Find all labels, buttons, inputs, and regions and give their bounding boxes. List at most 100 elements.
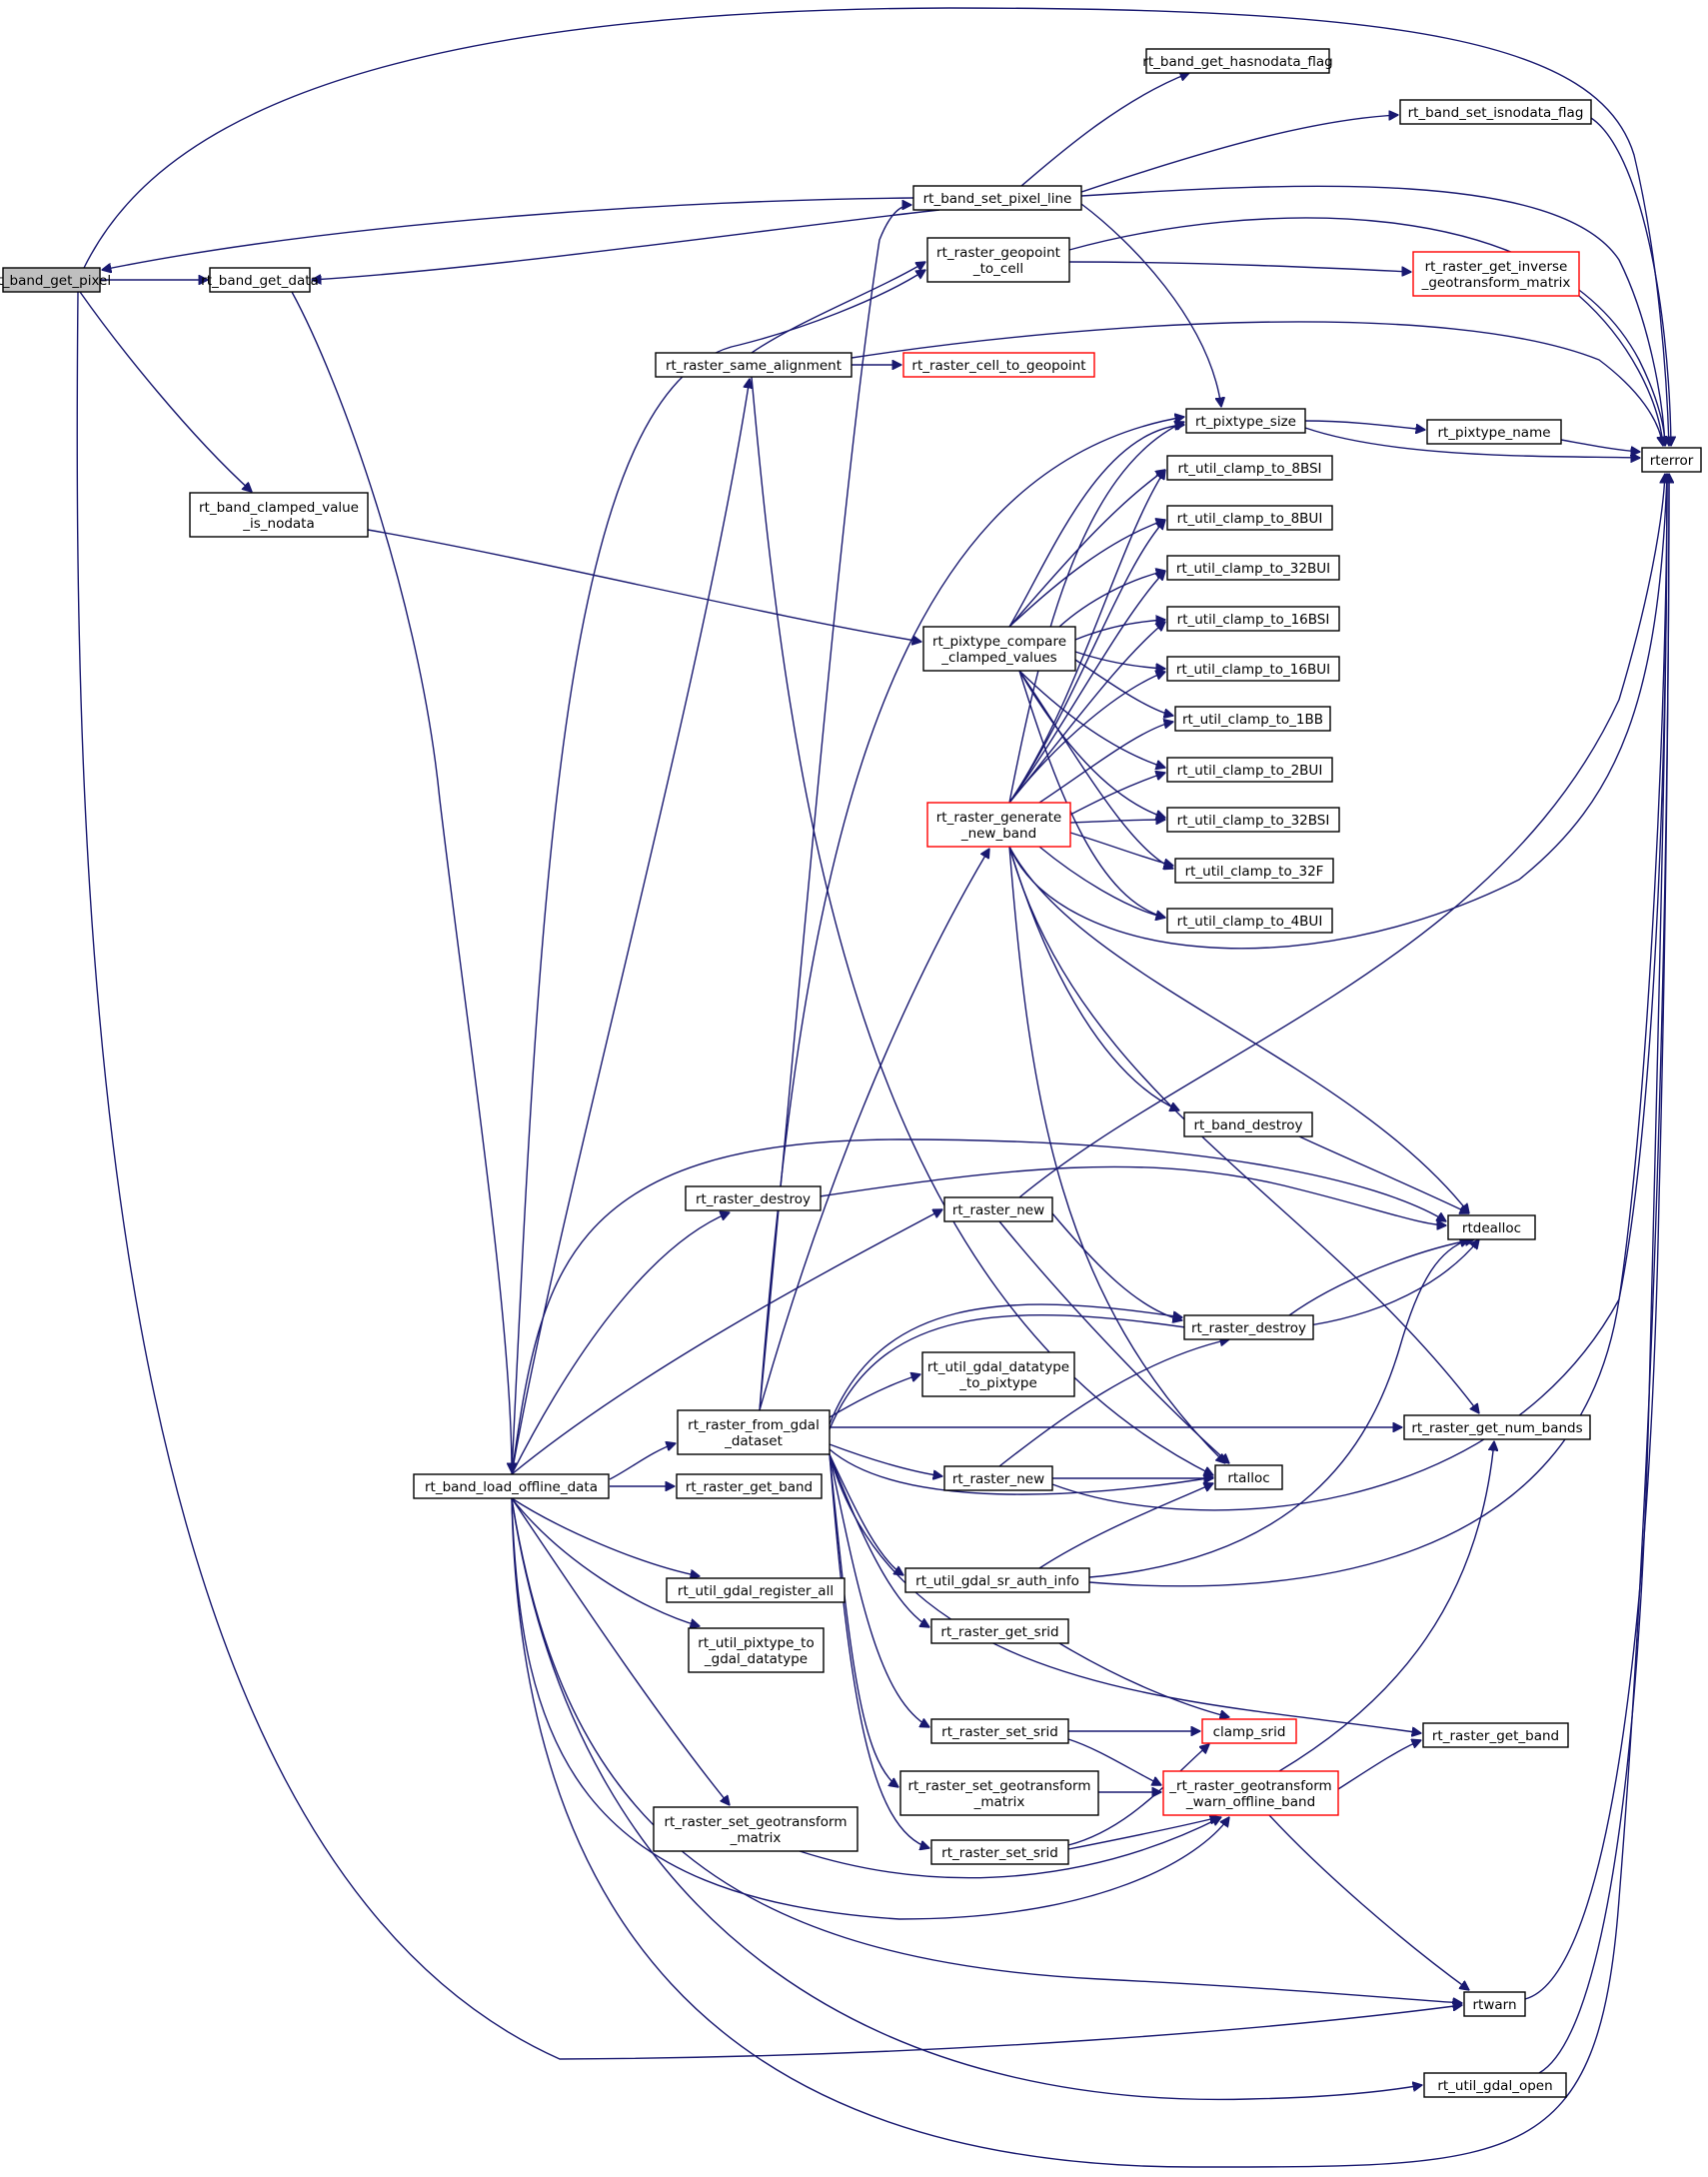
node-box[interactable]: [1447, 1214, 1536, 1240]
node-rt-util-clamp-to-32f[interactable]: rt_util_clamp_to_32F: [1174, 858, 1334, 884]
node-clamp-srid[interactable]: clamp_srid: [1201, 1718, 1297, 1744]
node-box[interactable]: [902, 352, 1095, 378]
node-box[interactable]: [1423, 2072, 1567, 2098]
node-rt-raster-set-srid[interactable]: rt_raster_set_srid: [930, 1718, 1069, 1744]
node-box[interactable]: [1166, 606, 1340, 632]
node-box[interactable]: [930, 1618, 1069, 1644]
node-rt-raster-generate-new-band[interactable]: rt_raster_generate_new_band: [926, 802, 1071, 848]
node-box[interactable]: [1166, 455, 1333, 481]
node-rt-raster-new[interactable]: rt_raster_new: [943, 1465, 1053, 1491]
node-box[interactable]: [653, 1806, 858, 1852]
node-box[interactable]: [1183, 1111, 1313, 1137]
node-box[interactable]: [189, 492, 369, 538]
node-rt-raster-destroy[interactable]: rt_raster_destroy: [685, 1185, 822, 1211]
node-rt-band-destroy[interactable]: rt_band_destroy: [1183, 1111, 1313, 1137]
node-box[interactable]: [655, 352, 853, 378]
node-rt-util-clamp-to-32bui[interactable]: rt_util_clamp_to_32BUI: [1166, 555, 1340, 581]
node-rt-band-get-pixel[interactable]: rt_band_get_pixel: [0, 267, 111, 293]
node-rt-util-clamp-to-16bui[interactable]: rt_util_clamp_to_16BUI: [1166, 656, 1340, 682]
node-box[interactable]: [1174, 858, 1334, 884]
node-box[interactable]: [1183, 1314, 1314, 1340]
node-rt-raster-from-gdal-dataset[interactable]: rt_raster_from_gdal_dataset: [677, 1409, 831, 1455]
node-rt-band-get-hasnodata-flag[interactable]: rt_band_get_hasnodata_flag: [1142, 48, 1333, 74]
node-rt-pixtype-name[interactable]: rt_pixtype_name: [1426, 419, 1562, 445]
node-rterror[interactable]: rterror: [1641, 447, 1702, 473]
node-rt-band-clamped-value-is-nodata[interactable]: rt_band_clamped_value_is_nodata: [189, 492, 369, 538]
node-box[interactable]: [1166, 908, 1333, 934]
node-box[interactable]: [1166, 505, 1333, 531]
node-rt-util-gdal-register-all[interactable]: rt_util_gdal_register_all: [666, 1577, 846, 1603]
node-rt-util-clamp-to-4bui[interactable]: rt_util_clamp_to_4BUI: [1166, 908, 1333, 934]
node-box[interactable]: [930, 1839, 1069, 1865]
node-rt-raster-new[interactable]: rt_raster_new: [943, 1196, 1053, 1222]
node-rt-band-set-pixel-line[interactable]: rt_band_set_pixel_line: [912, 185, 1082, 211]
node-box[interactable]: [926, 802, 1071, 848]
node-box[interactable]: [943, 1465, 1053, 1491]
node-box[interactable]: [1174, 706, 1331, 732]
node-box[interactable]: [2, 267, 101, 293]
node-rt-band-set-isnodata-flag[interactable]: rt_band_set_isnodata_flag: [1399, 99, 1592, 125]
node-box[interactable]: [1641, 447, 1702, 473]
node-box[interactable]: [685, 1185, 822, 1211]
node-box[interactable]: [1162, 1770, 1339, 1816]
node-box[interactable]: [1214, 1464, 1283, 1490]
node-rt-raster-get-band[interactable]: rt_raster_get_band: [1422, 1722, 1569, 1748]
node-rt-util-clamp-to-8bsi[interactable]: rt_util_clamp_to_8BSI: [1166, 455, 1333, 481]
node-rt-util-gdal-open[interactable]: rt_util_gdal_open: [1423, 2072, 1567, 2098]
node-box[interactable]: [209, 267, 311, 293]
node-rt-util-gdal-sr-auth-info[interactable]: rt_util_gdal_sr_auth_info: [904, 1567, 1090, 1593]
node-box[interactable]: [1185, 408, 1306, 434]
node-box[interactable]: [666, 1577, 846, 1603]
node-rt-util-gdal-datatype-to-pixtype[interactable]: rt_util_gdal_datatype_to_pixtype: [921, 1351, 1075, 1397]
node-box[interactable]: [1426, 419, 1562, 445]
node-box[interactable]: [1166, 656, 1340, 682]
node-rt-raster-set-geotransform-matrix[interactable]: rt_raster_set_geotransform_matrix: [899, 1770, 1099, 1816]
node-rt-raster-get-num-bands[interactable]: rt_raster_get_num_bands: [1403, 1414, 1591, 1440]
node-rt-pixtype-compare-clamped-values[interactable]: rt_pixtype_compare_clamped_values: [922, 626, 1076, 672]
node-rt-raster-set-srid[interactable]: rt_raster_set_srid: [930, 1839, 1069, 1865]
node-box[interactable]: [1166, 555, 1340, 581]
node-rt-util-clamp-to-2bui[interactable]: rt_util_clamp_to_2BUI: [1166, 757, 1333, 783]
node-rtwarn[interactable]: rtwarn: [1463, 1991, 1526, 2017]
node-rt-raster-cell-to-geopoint[interactable]: rt_raster_cell_to_geopoint: [902, 352, 1095, 378]
node-box[interactable]: [413, 1473, 610, 1499]
node-box[interactable]: [1403, 1414, 1591, 1440]
node-rt-band-load-offline-data[interactable]: rt_band_load_offline_data: [413, 1473, 610, 1499]
node-rt-raster-set-geotransform-matrix[interactable]: rt_raster_set_geotransform_matrix: [653, 1806, 858, 1852]
node-rt-raster-destroy[interactable]: rt_raster_destroy: [1183, 1314, 1314, 1340]
node-box[interactable]: [677, 1409, 831, 1455]
node-rt-raster-same-alignment[interactable]: rt_raster_same_alignment: [655, 352, 853, 378]
node-rt-pixtype-size[interactable]: rt_pixtype_size: [1185, 408, 1306, 434]
node-box[interactable]: [688, 1627, 825, 1673]
node-box[interactable]: [1201, 1718, 1297, 1744]
node-rt-util-clamp-to-1bb[interactable]: rt_util_clamp_to_1BB: [1174, 706, 1331, 732]
node-box[interactable]: [1463, 1991, 1526, 2017]
node-box[interactable]: [676, 1473, 823, 1499]
node-rt-util-clamp-to-8bui[interactable]: rt_util_clamp_to_8BUI: [1166, 505, 1333, 531]
node-rt-raster-get-band[interactable]: rt_raster_get_band: [676, 1473, 823, 1499]
node-box[interactable]: [904, 1567, 1090, 1593]
node-box[interactable]: [926, 237, 1070, 283]
node-rt-raster-geopoint-to-cell[interactable]: rt_raster_geopoint_to_cell: [926, 237, 1070, 283]
node-rt-raster-get-srid[interactable]: rt_raster_get_srid: [930, 1618, 1069, 1644]
node-rt-util-clamp-to-16bsi[interactable]: rt_util_clamp_to_16BSI: [1166, 606, 1340, 632]
node-box[interactable]: [1166, 807, 1340, 833]
node-box[interactable]: [1145, 48, 1330, 74]
node-box[interactable]: [1166, 757, 1333, 783]
node-box[interactable]: [1399, 99, 1592, 125]
node-box[interactable]: [922, 626, 1076, 672]
node-box[interactable]: [943, 1196, 1053, 1222]
node-rt-util-clamp-to-32bsi[interactable]: rt_util_clamp_to_32BSI: [1166, 807, 1340, 833]
node-box[interactable]: [1422, 1722, 1569, 1748]
node-box[interactable]: [930, 1718, 1069, 1744]
node-rtalloc[interactable]: rtalloc: [1214, 1464, 1283, 1490]
node-box[interactable]: [899, 1770, 1099, 1816]
node-rt-raster-get-inverse-geotransform-matrix[interactable]: rt_raster_get_inverse_geotransform_matri…: [1412, 251, 1580, 297]
node-box[interactable]: [1412, 251, 1580, 297]
node-box[interactable]: [921, 1351, 1075, 1397]
node-box[interactable]: [912, 185, 1082, 211]
node-rt-util-pixtype-to-gdal-datatype[interactable]: rt_util_pixtype_to_gdal_datatype: [688, 1627, 825, 1673]
node-rtdealloc[interactable]: rtdealloc: [1447, 1214, 1536, 1240]
node-rt-band-get-data[interactable]: rt_band_get_data: [201, 267, 319, 293]
node-rt-raster-geotransform-warn-offline-band[interactable]: _rt_raster_geotransform_warn_offline_ban…: [1162, 1770, 1339, 1816]
